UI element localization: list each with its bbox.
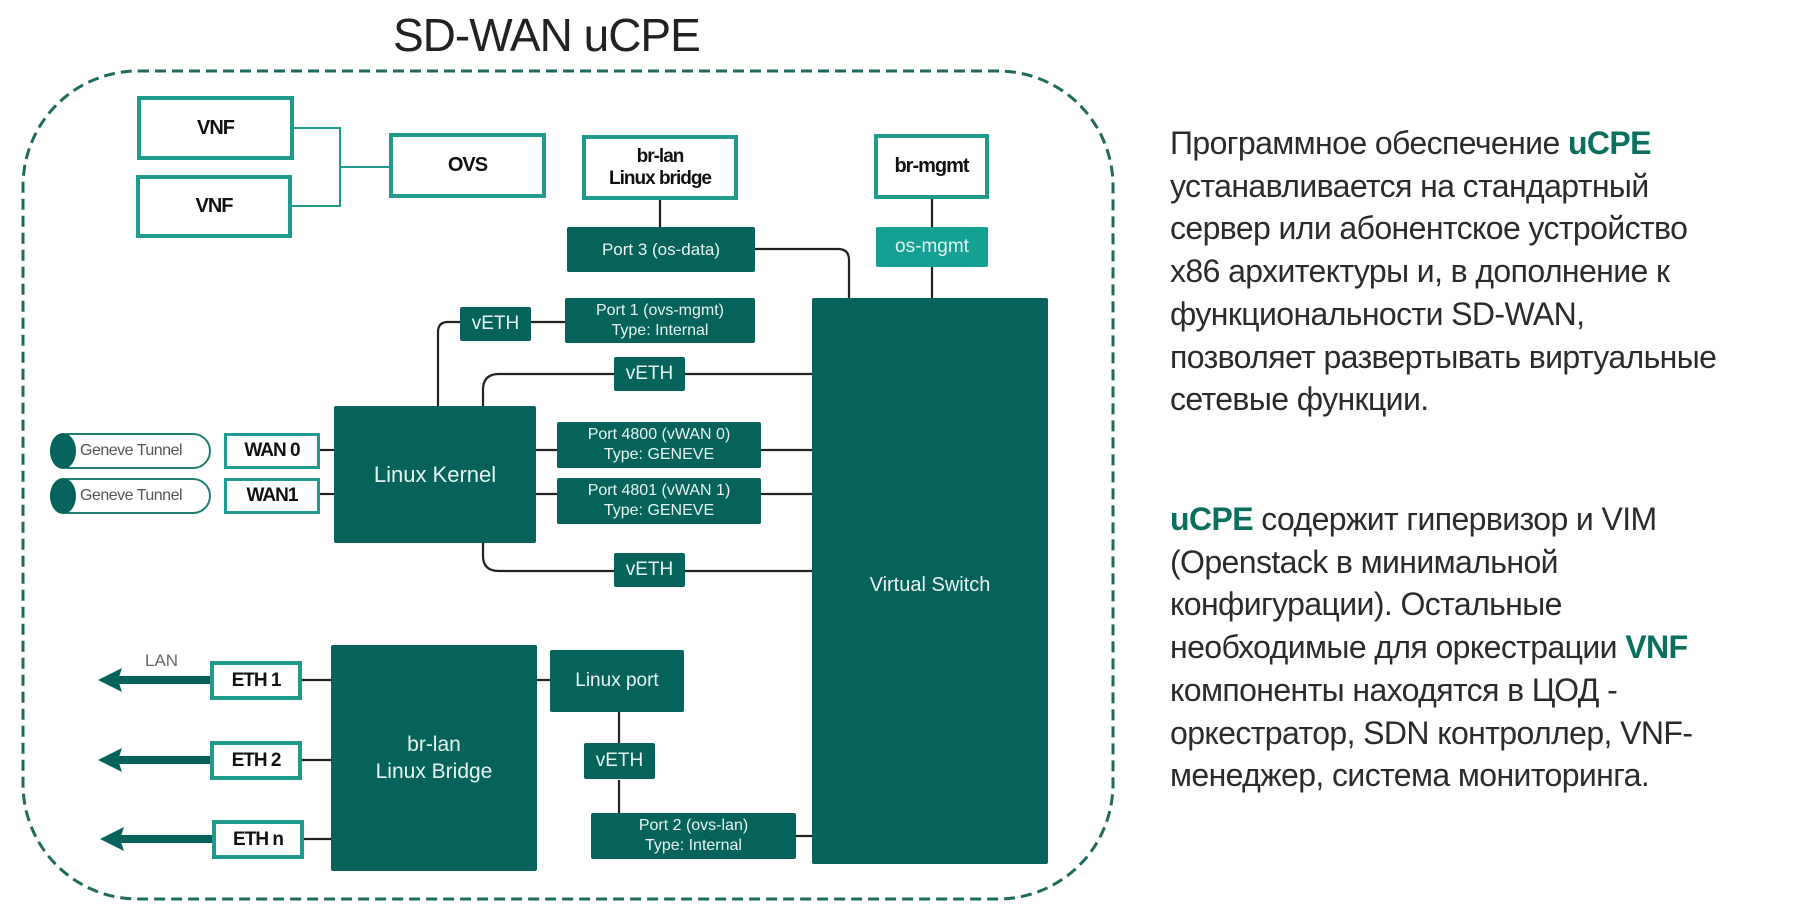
kernel-veth1-line (436, 320, 461, 406)
wan-label: WAN1 (246, 485, 299, 506)
desc-line: компоненты находятся в ЦОД - (1170, 671, 1618, 708)
vnf-box[interactable]: VNF (137, 96, 294, 160)
desc-line: устанавливается на стандартный (1170, 167, 1649, 204)
geneve-tunnel[interactable]: Geneve Tunnel (50, 478, 211, 514)
br-lan-label: br-lan (407, 733, 461, 756)
desc-line: необходимые для оркестрации VNF (1170, 626, 1790, 669)
port4801-name: Port 4801 (vWAN 1) (587, 482, 731, 499)
os-mgmt-label: os-mgmt (895, 236, 969, 257)
description-paragraph-2: uCPE содержит гипервизор и VIM (Openstac… (1170, 498, 1790, 797)
port2-name: Port 2 (ovs-lan) (638, 817, 749, 834)
kernel-veth3-line (481, 542, 615, 573)
veth-interface[interactable]: vETH (584, 743, 655, 779)
desc-line: оркестратор, SDN контроллер, VNF- (1170, 714, 1693, 751)
virtual-switch[interactable]: Virtual Switch (812, 298, 1048, 864)
port3-switch-line (752, 247, 851, 300)
desc-line: сервер или абонентское устройство (1170, 210, 1688, 247)
desc-line: конфигурации). Остальные (1170, 586, 1562, 623)
tunnel-cap-icon (50, 433, 76, 469)
ovs-box[interactable]: OVS (389, 133, 546, 198)
port4800-vwan0[interactable]: Port 4800 (vWAN 0) Type: GENEVE (557, 422, 761, 468)
tunnel-cap-icon (50, 478, 76, 514)
veth-label: vETH (625, 363, 674, 384)
desc-line: менеджер, система мониторинга. (1170, 757, 1650, 794)
linux-kernel-label: Linux Kernel (371, 461, 499, 488)
kernel-veth2-line (481, 372, 615, 406)
eth-label: ETH 1 (231, 669, 282, 691)
desc-line: Программное обеспечение uCPE (1170, 122, 1790, 165)
port2-ovs-lan[interactable]: Port 2 (ovs-lan) Type: Internal (591, 813, 796, 859)
virtual-switch-label: Virtual Switch (869, 573, 991, 596)
veth-interface[interactable]: vETH (614, 357, 685, 391)
lan-arrows (98, 668, 213, 851)
port4800-name: Port 4800 (vWAN 0) (587, 426, 731, 443)
veth-interface[interactable]: vETH (460, 307, 531, 341)
wan1-interface[interactable]: WAN1 (224, 478, 320, 514)
os-mgmt-port[interactable]: os-mgmt (876, 227, 988, 267)
br-mgmt-box[interactable]: br-mgmt (874, 134, 989, 199)
highlight-ucpe: uCPE (1170, 501, 1254, 537)
wan-label: WAN 0 (244, 440, 300, 461)
description-paragraph-1: Программное обеспечение uCPE устанавлива… (1170, 122, 1790, 421)
port4800-type: Type: GENEVE (603, 446, 715, 463)
eth1-interface[interactable]: ETH 1 (210, 661, 302, 700)
desc-line: (Openstack в минимальной (1170, 543, 1559, 580)
port3-os-data[interactable]: Port 3 (os-data) (567, 227, 755, 272)
eth-label: ETH n (233, 828, 284, 850)
port4801-type: Type: GENEVE (603, 502, 715, 519)
arrow-left-icon (98, 668, 211, 692)
lan-label: LAN (145, 651, 179, 670)
desc-line: сетевые функции. (1170, 381, 1429, 418)
tunnel-label: Geneve Tunnel (80, 487, 183, 504)
wan0-interface[interactable]: WAN 0 (224, 433, 320, 469)
eth-label: ETH 2 (231, 749, 282, 771)
br-mgmt-label: br-mgmt (894, 155, 969, 177)
desc-text: Программное обеспечение (1170, 125, 1568, 161)
linux-kernel[interactable]: Linux Kernel (334, 406, 536, 543)
veth-interface[interactable]: vETH (614, 553, 685, 587)
ucpe-boundary (21, 69, 1115, 901)
veth-label: vETH (625, 559, 674, 580)
geneve-tunnel[interactable]: Geneve Tunnel (50, 433, 211, 469)
port1-type: Type: Internal (611, 321, 709, 339)
ethn-interface[interactable]: ETH n (212, 820, 304, 859)
highlight-ucpe: uCPE (1567, 125, 1652, 161)
diagram-title: SD-WAN uCPE (393, 9, 701, 61)
br-lan-bridge-top-box[interactable]: br-lan Linux bridge (582, 135, 738, 200)
port3-label: Port 3 (os-data) (601, 239, 721, 259)
desc-line: функциональности SD-WAN, (1170, 295, 1585, 332)
arrow-left-icon (98, 748, 211, 772)
vnf-label: VNF (197, 116, 235, 139)
br-lan-label: br-lan (636, 145, 685, 167)
veth-label: vETH (595, 750, 644, 771)
port1-name: Port 1 (ovs-mgmt) (595, 301, 724, 319)
ovs-label: OVS (447, 154, 488, 176)
highlight-vnf: VNF (1625, 629, 1688, 666)
port2-type: Type: Internal (645, 837, 742, 854)
linux-port[interactable]: Linux port (550, 650, 684, 712)
linux-port-label: Linux port (575, 670, 659, 691)
arrow-left-icon (100, 827, 213, 851)
port1-ovs-mgmt[interactable]: Port 1 (ovs-mgmt) Type: Internal (565, 298, 755, 343)
eth2-interface[interactable]: ETH 2 (210, 741, 302, 780)
port4801-vwan1[interactable]: Port 4801 (vWAN 1) Type: GENEVE (557, 478, 761, 524)
dark-connectors (302, 198, 934, 841)
linux-bridge-label: Linux bridge (609, 167, 712, 189)
veth-label: vETH (471, 313, 520, 334)
vnf-box[interactable]: VNF (136, 175, 292, 238)
desc-line: uCPE содержит гипервизор и VIM (1170, 498, 1790, 541)
br-lan-linux-bridge[interactable]: br-lan Linux Bridge (331, 645, 537, 871)
desc-line: позволяет развертывать виртуальные (1170, 338, 1717, 375)
desc-text: необходимые для оркестрации (1170, 629, 1626, 666)
tunnel-label: Geneve Tunnel (80, 442, 183, 459)
desc-line: x86 архитектуры и, в дополнение к (1170, 253, 1670, 290)
vnf-label: VNF (195, 195, 234, 217)
desc-text: содержит гипервизор и VIM (1252, 501, 1657, 537)
vnf-ovs-connectors (291, 127, 390, 207)
linux-bridge-label: Linux Bridge (375, 760, 493, 783)
